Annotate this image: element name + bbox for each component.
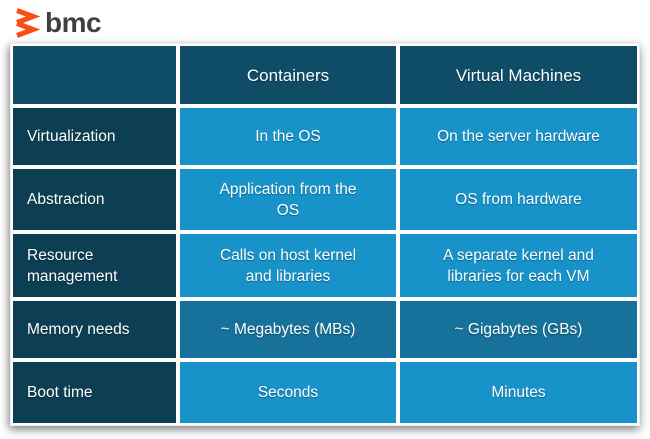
cell-resource-management-containers: Calls on host kernel and libraries — [180, 234, 396, 297]
comparison-table: Containers Virtual Machines Virtualizati… — [10, 43, 640, 426]
cell-virtualization-containers: In the OS — [180, 108, 396, 165]
bmc-chevrons-icon — [16, 8, 40, 38]
bmc-logo-text: bmc — [45, 7, 102, 38]
row-label-virtualization: Virtualization — [13, 108, 176, 165]
cell-abstraction-containers: Application from the OS — [180, 169, 396, 230]
bmc-logo: bmc — [12, 6, 102, 40]
cell-memory-needs-vms: ~ Gigabytes (GBs) — [400, 301, 637, 358]
column-header-containers: Containers — [180, 46, 396, 104]
cell-resource-management-vms: A separate kernel and libraries for each… — [400, 234, 637, 297]
cell-boot-time-vms: Minutes — [400, 362, 637, 423]
column-header-blank — [13, 46, 176, 104]
column-header-virtual-machines: Virtual Machines — [400, 46, 637, 104]
cell-boot-time-containers: Seconds — [180, 362, 396, 423]
row-label-memory-needs: Memory needs — [13, 301, 176, 358]
cell-memory-needs-containers: ~ Megabytes (MBs) — [180, 301, 396, 358]
row-label-boot-time: Boot time — [13, 362, 176, 423]
row-label-resource-management: Resource management — [13, 234, 176, 297]
cell-virtualization-vms: On the server hardware — [400, 108, 637, 165]
cell-abstraction-vms: OS from hardware — [400, 169, 637, 230]
row-label-abstraction: Abstraction — [13, 169, 176, 230]
